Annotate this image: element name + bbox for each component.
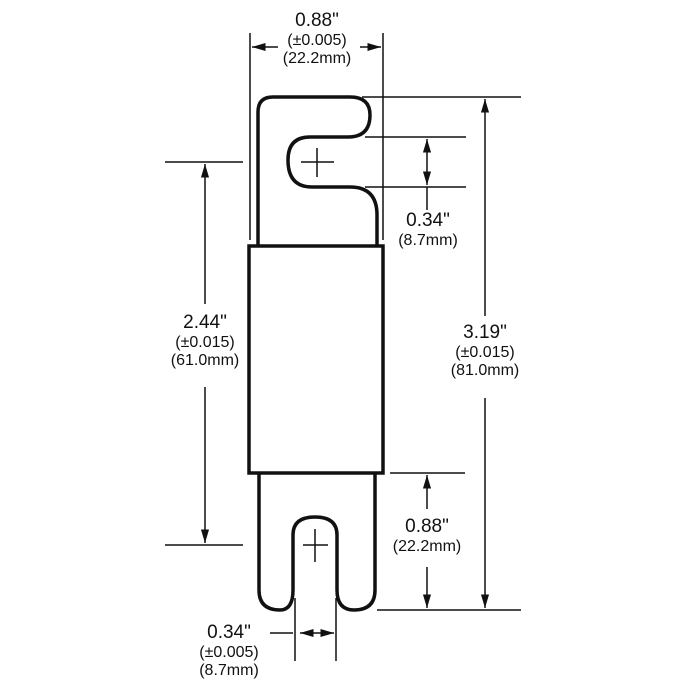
body-length-label: 2.44" (±0.015) (61.0mm) [150, 312, 260, 371]
fuse-body [247, 244, 385, 475]
bottom-slot-tolerance: (±0.005) [199, 643, 259, 661]
top-slot-dimension [365, 136, 466, 210]
overall-length-dimension [362, 96, 521, 611]
bottom-terminal-dimension [390, 472, 465, 608]
top-terminal [256, 95, 379, 246]
top-width-metric: (22.2mm) [282, 50, 352, 68]
bottom-hole-center-mark [303, 529, 328, 562]
body-length-tolerance: (±0.015) [175, 333, 235, 351]
top-slot-label: 0.34" (8.7mm) [380, 210, 476, 250]
body-length-metric: (61.0mm) [170, 352, 240, 370]
body-length-value: 2.44" [183, 312, 227, 333]
bottom-terminal [257, 473, 377, 612]
bottom-slot-dimension [270, 598, 337, 661]
top-hole-center-mark [301, 148, 334, 177]
top-slot-metric: (8.7mm) [398, 231, 458, 249]
body-length-dimension [165, 161, 243, 546]
top-width-tolerance: (±0.005) [287, 31, 347, 49]
overall-length-metric: (81.0mm) [450, 362, 520, 380]
bottom-slot-value: 0.34" [207, 622, 251, 643]
bottom-slot-metric: (8.7mm) [199, 662, 259, 680]
bottom-terminal-value: 0.88" [405, 516, 449, 537]
top-slot-value: 0.34" [406, 210, 450, 231]
overall-length-label: 3.19" (±0.015) (81.0mm) [430, 322, 540, 381]
bottom-terminal-metric: (22.2mm) [392, 537, 462, 555]
top-width-label: 0.88" (±0.005) (22.2mm) [255, 10, 379, 69]
overall-length-value: 3.19" [463, 322, 507, 343]
bottom-terminal-label: 0.88" (22.2mm) [375, 516, 479, 556]
bottom-slot-label: 0.34" (±0.005) (8.7mm) [184, 622, 274, 681]
overall-length-tolerance: (±0.015) [455, 343, 515, 361]
top-width-value: 0.88" [295, 10, 339, 31]
